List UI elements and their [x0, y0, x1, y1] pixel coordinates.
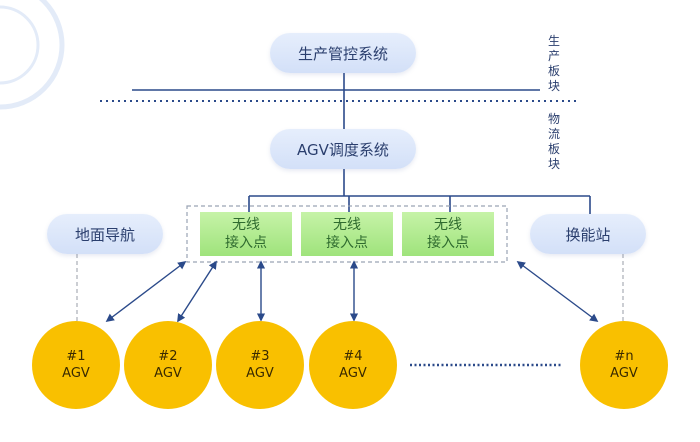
agv-label: AGV [339, 366, 367, 381]
decorative-rings [0, 0, 65, 110]
ap-group-box [186, 205, 508, 263]
ground-nav-node: 地面导航 [47, 214, 163, 254]
link-agv1 [105, 260, 187, 323]
access-point-line1: 无线 [434, 217, 462, 233]
production-control-node: 生产管控系统 [270, 33, 416, 73]
link-agvn [516, 260, 599, 323]
agv-4: #4 AGV [309, 321, 397, 409]
access-point-line2: 接入点 [326, 235, 368, 251]
agv-label: AGV [154, 366, 182, 381]
agv-id: #n [614, 349, 634, 364]
agv-n: #n AGV [580, 321, 668, 409]
agv-id: #2 [158, 349, 178, 364]
access-point-3: 无线 接入点 [402, 212, 494, 256]
access-point-line2: 接入点 [427, 235, 469, 251]
link-agv2 [177, 260, 217, 323]
agv-label: AGV [246, 366, 274, 381]
swap-station-node: 换能站 [530, 214, 646, 254]
zone-label-production: 生产板块 [547, 34, 560, 93]
agv-id: #1 [66, 349, 86, 364]
agv-2: #2 AGV [124, 321, 212, 409]
access-point-line1: 无线 [232, 217, 260, 233]
agv-label: AGV [62, 366, 90, 381]
agv-1: #1 AGV [32, 321, 120, 409]
agv-dispatch-node: AGV调度系统 [270, 129, 416, 169]
agv-label: AGV [610, 366, 638, 381]
access-point-2: 无线 接入点 [301, 212, 393, 256]
access-point-line2: 接入点 [225, 235, 267, 251]
zone-label-logistics: 物流板块 [547, 112, 560, 171]
agv-id: #4 [343, 349, 363, 364]
agv-id: #3 [250, 349, 270, 364]
access-point-line1: 无线 [333, 217, 361, 233]
access-point-1: 无线 接入点 [200, 212, 292, 256]
agv-3: #3 AGV [216, 321, 304, 409]
